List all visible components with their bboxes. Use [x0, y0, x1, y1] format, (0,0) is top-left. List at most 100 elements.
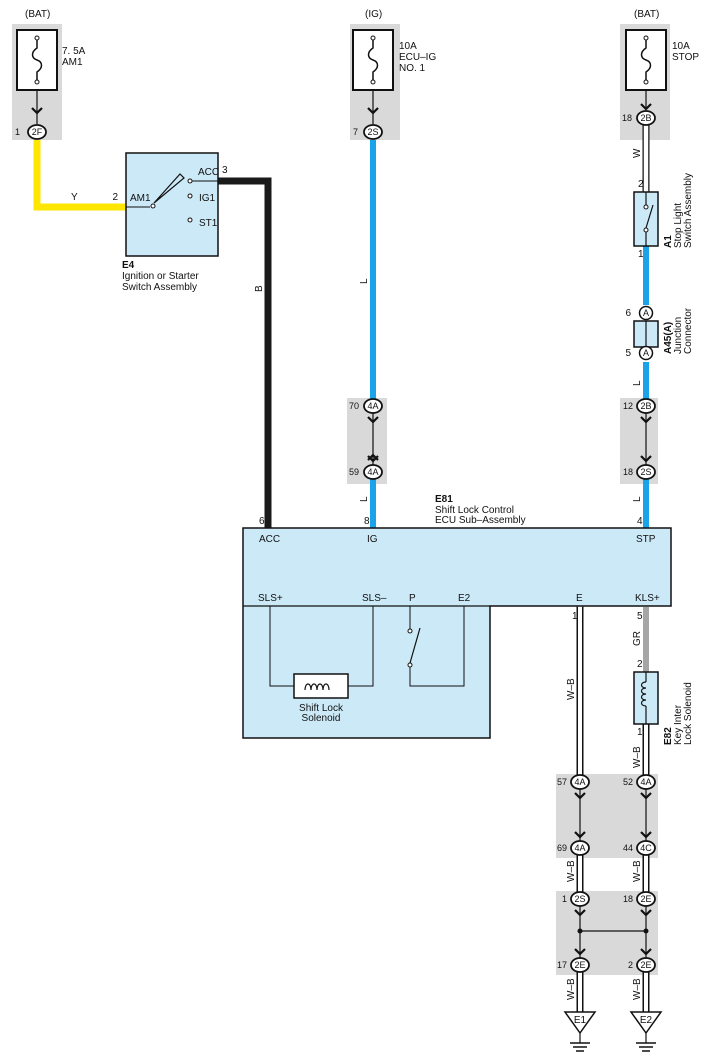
svg-text:4A: 4A — [367, 401, 378, 411]
svg-text:E: E — [576, 593, 583, 604]
fuse-stop: (BAT) 10A STOP — [625, 9, 699, 91]
svg-text:4: 4 — [637, 516, 643, 527]
svg-text:17: 17 — [557, 960, 567, 970]
svg-text:A45(A): A45(A) — [663, 322, 674, 354]
svg-text:2: 2 — [637, 659, 643, 670]
svg-text:ST1: ST1 — [199, 218, 218, 229]
svg-text:(IG): (IG) — [365, 9, 382, 20]
svg-text:Switch Assembly: Switch Assembly — [683, 173, 694, 248]
svg-text:1: 1 — [15, 127, 20, 137]
svg-text:P: P — [409, 593, 416, 604]
connector-2e-2: 2E2 — [628, 957, 656, 973]
svg-text:W–B: W–B — [632, 860, 643, 882]
svg-text:18: 18 — [623, 467, 633, 477]
connector-2f: 2F 1 — [15, 124, 47, 140]
svg-text:W–B: W–B — [566, 860, 577, 882]
svg-text:2B: 2B — [640, 401, 651, 411]
connector-4a-52: 4A 52 — [623, 774, 656, 790]
svg-text:E2: E2 — [458, 593, 471, 604]
svg-text:10A: 10A — [399, 41, 417, 52]
wire-b — [218, 177, 272, 528]
svg-text:4A: 4A — [367, 467, 378, 477]
svg-text:Solenoid: Solenoid — [302, 713, 341, 724]
svg-text:2: 2 — [638, 179, 644, 190]
svg-text:STP: STP — [636, 534, 656, 545]
svg-text:44: 44 — [623, 843, 633, 853]
fuse-ecu-ig: (IG) 10A ECU–IG NO. 1 — [352, 9, 436, 91]
svg-text:(BAT): (BAT) — [25, 9, 50, 20]
svg-text:Shift Lock Control: Shift Lock Control — [435, 505, 514, 516]
connector-2b-12: 2B 12 — [623, 398, 656, 414]
svg-text:8: 8 — [364, 516, 370, 527]
svg-text:1: 1 — [562, 894, 567, 904]
svg-text:KLS+: KLS+ — [635, 593, 660, 604]
svg-text:AM1: AM1 — [130, 193, 151, 204]
svg-text:2E: 2E — [574, 960, 585, 970]
svg-text:70: 70 — [349, 401, 359, 411]
svg-text:L: L — [632, 380, 643, 386]
svg-text:6: 6 — [259, 516, 265, 527]
svg-text:4A: 4A — [574, 777, 585, 787]
svg-text:Connector: Connector — [683, 307, 694, 354]
svg-text:IG: IG — [367, 534, 378, 545]
connector-2e-17: 2E 17 — [557, 957, 590, 973]
svg-text:B: B — [254, 285, 265, 292]
svg-text:Switch Assembly: Switch Assembly — [122, 282, 197, 293]
ignition-switch: AM1 ACC IG1 ST1 2 3 E4 Ignition or Start… — [112, 152, 228, 293]
svg-text:IG1: IG1 — [199, 193, 216, 204]
svg-text:A: A — [643, 308, 649, 318]
svg-text:L: L — [632, 496, 643, 502]
svg-text:7. 5A: 7. 5A — [62, 46, 86, 57]
svg-text:2E: 2E — [640, 894, 651, 904]
connector-4a-57: 4A 57 — [557, 774, 590, 790]
svg-text:SLS–: SLS– — [362, 593, 387, 604]
svg-text:A: A — [643, 348, 649, 358]
svg-text:E82: E82 — [663, 727, 674, 745]
ground-e1: E1 — [563, 1011, 597, 1052]
svg-text:2S: 2S — [574, 894, 585, 904]
svg-text:18: 18 — [622, 113, 632, 123]
ground-e2: E2 — [629, 1011, 663, 1052]
svg-text:10A: 10A — [672, 41, 690, 52]
svg-text:12: 12 — [623, 401, 633, 411]
svg-text:NO. 1: NO. 1 — [399, 63, 426, 74]
svg-text:L: L — [359, 496, 370, 502]
svg-text:Ignition or Starter: Ignition or Starter — [122, 271, 199, 282]
svg-text:W: W — [632, 148, 643, 158]
svg-text:E2: E2 — [640, 1015, 653, 1026]
svg-text:GR: GR — [632, 631, 643, 646]
svg-text:E4: E4 — [122, 260, 135, 271]
svg-text:52: 52 — [623, 777, 633, 787]
svg-text:W–B: W–B — [632, 978, 643, 1000]
svg-text:STOP: STOP — [672, 52, 699, 63]
svg-text:1: 1 — [572, 611, 578, 622]
fuse-am1: (BAT) 7. 5A AM1 — [16, 9, 86, 91]
svg-text:57: 57 — [557, 777, 567, 787]
svg-text:7: 7 — [353, 127, 358, 137]
svg-text:L: L — [359, 278, 370, 284]
svg-text:2S: 2S — [367, 127, 378, 137]
gray-panels — [12, 24, 670, 975]
connector-2s-1: 2S 1 — [562, 891, 590, 907]
svg-text:E1: E1 — [574, 1015, 587, 1026]
svg-text:69: 69 — [557, 843, 567, 853]
svg-text:59: 59 — [349, 467, 359, 477]
svg-text:W–B: W–B — [632, 746, 643, 768]
svg-text:2E: 2E — [640, 960, 651, 970]
svg-text:5: 5 — [637, 611, 643, 622]
connector-4a-69: 4A 69 — [557, 840, 590, 856]
svg-text:4A: 4A — [640, 777, 651, 787]
svg-text:2F: 2F — [32, 127, 43, 137]
connector-2s-top: 2S 7 — [353, 124, 383, 140]
svg-text:6: 6 — [625, 308, 631, 319]
svg-text:W–B: W–B — [566, 678, 577, 700]
svg-text:Shift Lock: Shift Lock — [299, 703, 344, 714]
svg-text:3: 3 — [222, 165, 228, 176]
svg-text:4A: 4A — [574, 843, 585, 853]
svg-text:Key Inter: Key Inter — [673, 704, 684, 745]
svg-text:ACC: ACC — [198, 167, 219, 178]
wire-y — [33, 140, 126, 211]
